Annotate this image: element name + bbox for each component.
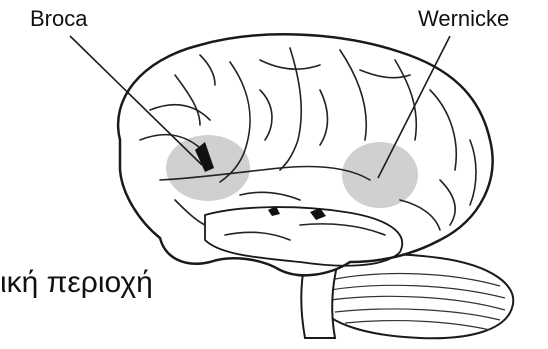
caption-text: ική περιοχή [0, 266, 153, 300]
broca-label: Broca [30, 6, 87, 32]
wernicke-label: Wernicke [418, 6, 509, 32]
cerebellum [318, 254, 513, 338]
